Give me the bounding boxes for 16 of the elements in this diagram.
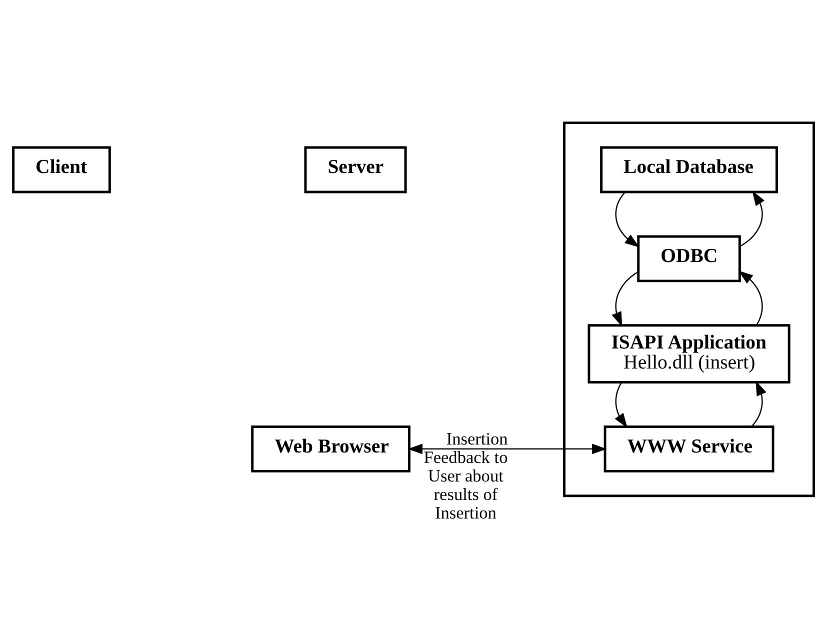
arrow — [615, 191, 640, 247]
cluster — [563, 121, 816, 497]
edge-label: Insertion — [446, 428, 508, 448]
node-box: Client — [12, 146, 111, 193]
edge-label: Feedback to User about results of Insertion — [424, 447, 508, 522]
node-box: ISAPI Application Hello.dll (insert) — [588, 324, 790, 383]
node-box: Web Browser — [251, 424, 410, 472]
arrow — [738, 270, 763, 325]
node-box: WWW Service — [604, 424, 774, 472]
node-box: Server — [304, 146, 407, 193]
arrow — [612, 270, 639, 326]
node-box: Local Database — [600, 146, 778, 193]
arrow — [614, 382, 628, 428]
arrow — [751, 380, 766, 426]
node-box: ODBC — [637, 234, 741, 282]
arrow — [740, 190, 765, 246]
